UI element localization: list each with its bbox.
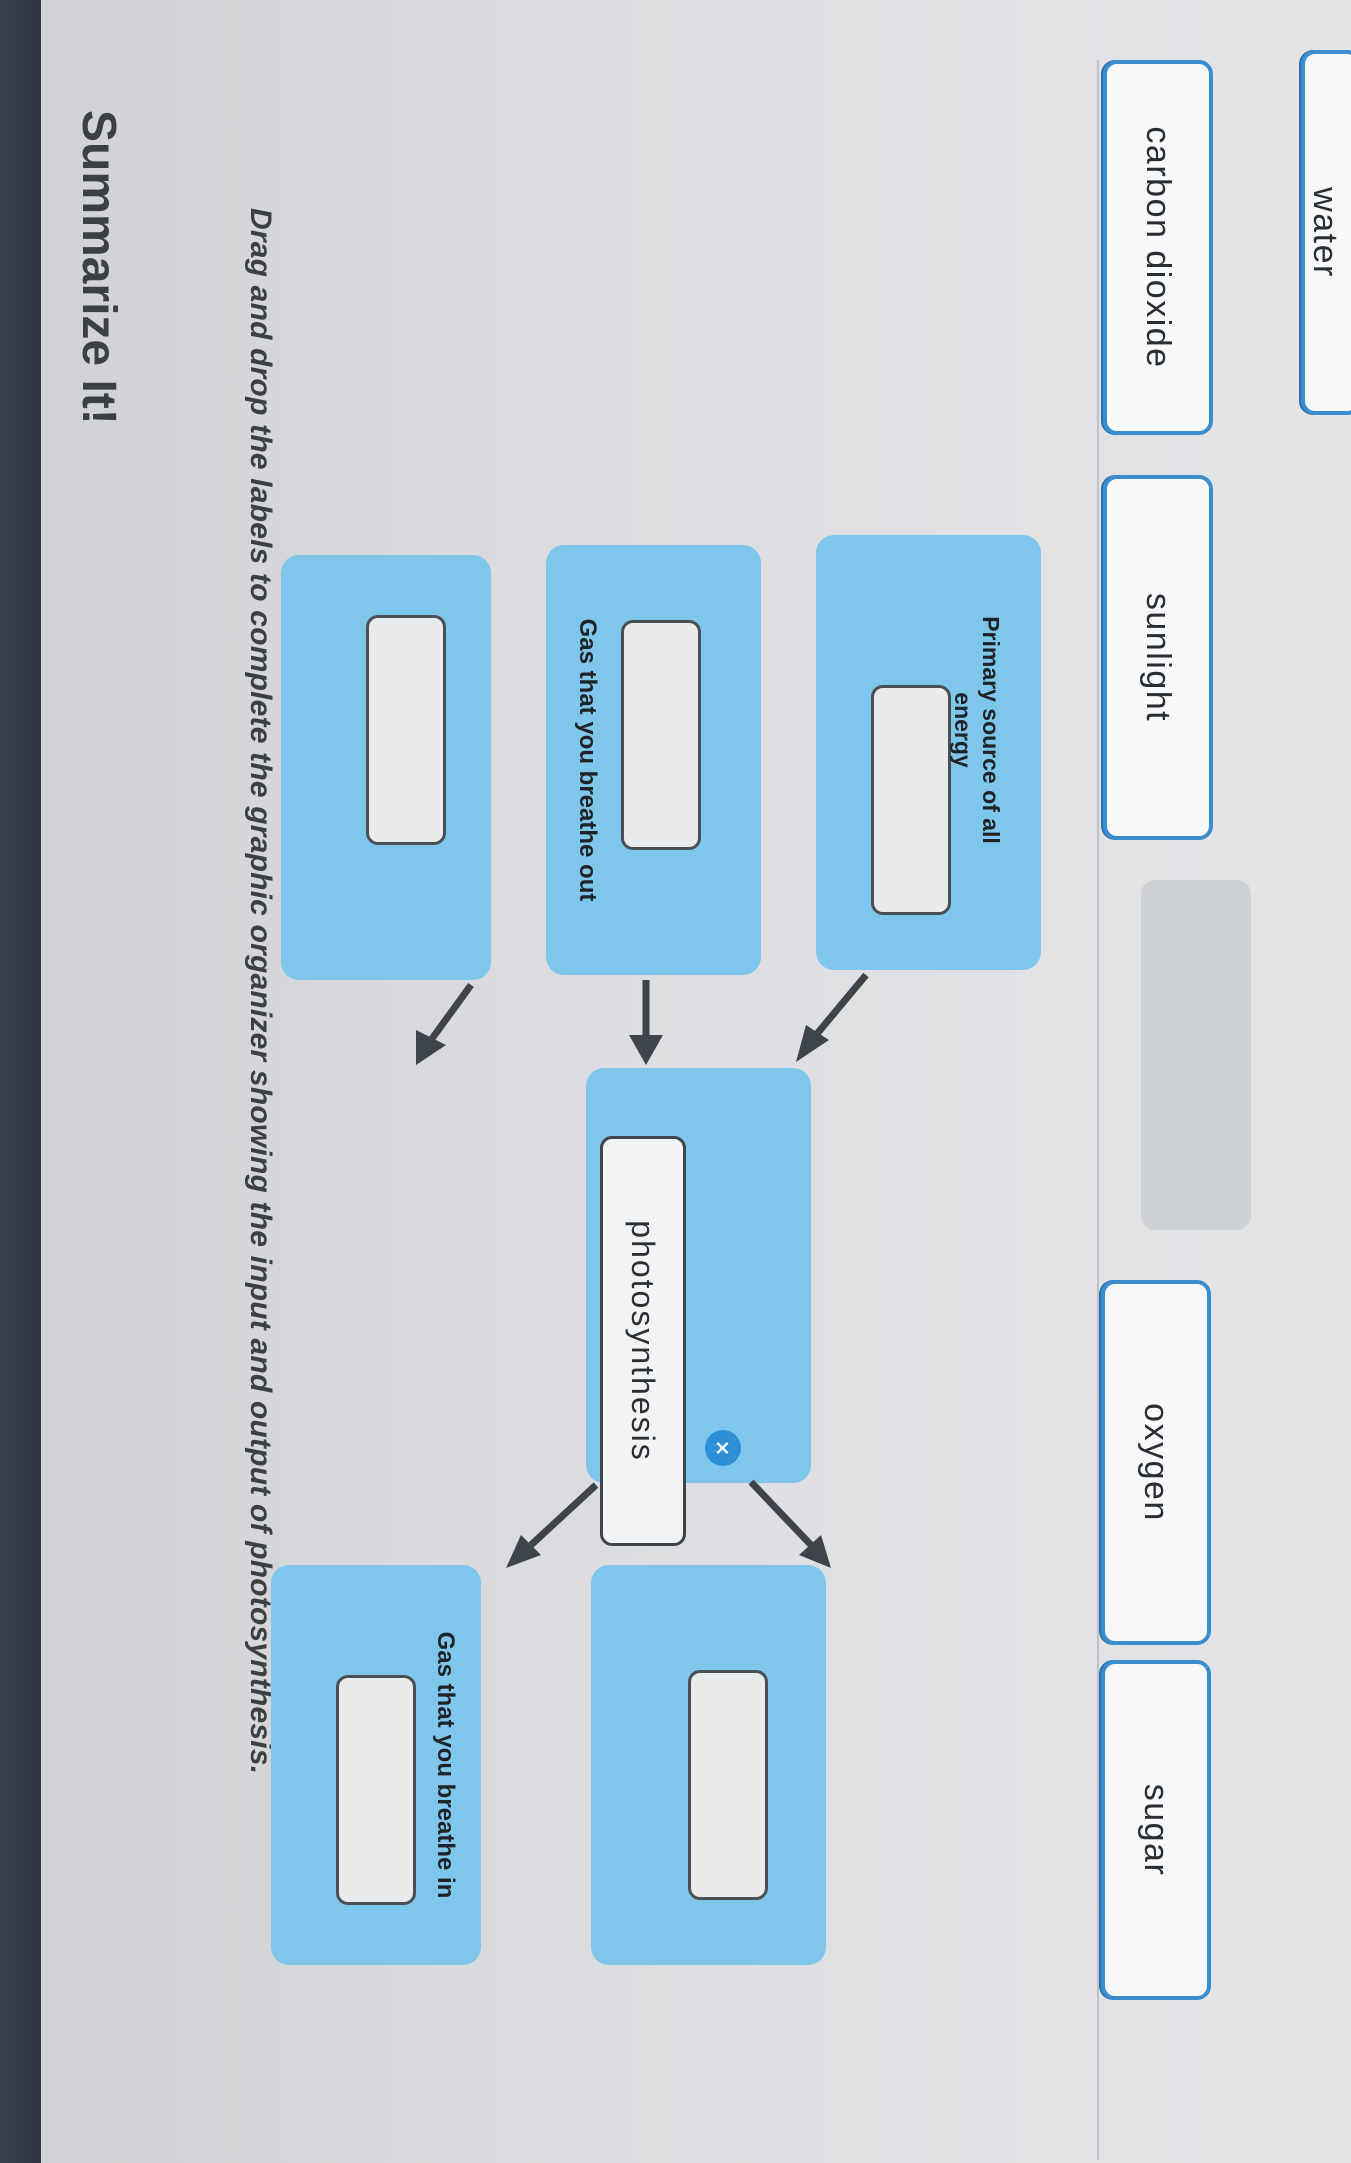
arrow-input-1 [428,982,474,1043]
arrow-input-3 [813,972,869,1038]
arrow-output-2 [748,1479,814,1548]
label-tile-water[interactable]: water [1301,50,1351,415]
empty-tile-slot [1141,880,1251,1230]
label-tile-oxygen[interactable]: oxygen [1101,1280,1211,1645]
label-tile-sugar[interactable]: sugar [1101,1660,1211,2000]
arrowhead-input-2 [629,1035,663,1065]
tray-divider [1097,60,1099,2160]
label-tile-sunlight[interactable]: sunlight [1103,475,1213,840]
label-tile-carbon-dioxide[interactable]: carbon dioxide [1103,60,1213,435]
arrowhead-input-1 [416,1030,446,1065]
arrowhead-output-1 [506,1535,541,1568]
arrowhead-input-3 [796,1025,829,1062]
arrowhead-output-2 [799,1535,831,1568]
arrow-output-1 [528,1482,599,1548]
